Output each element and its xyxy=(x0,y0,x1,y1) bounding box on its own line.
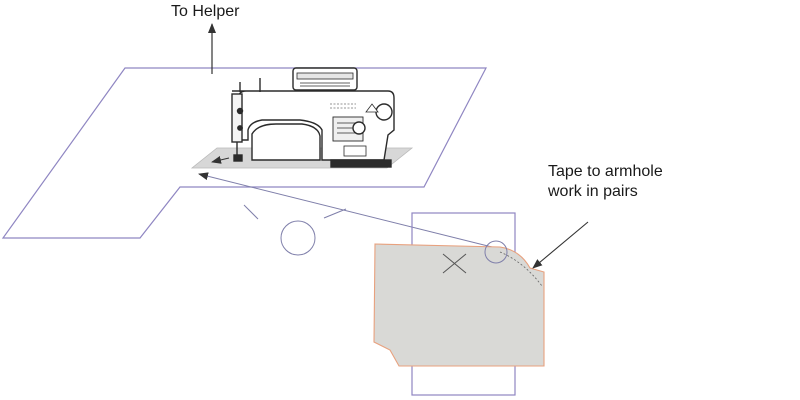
tape-roll xyxy=(280,220,316,256)
tick-mark xyxy=(243,204,259,220)
tape-instruction-line-2: work in pairs xyxy=(548,183,638,200)
tape-instruction-line-1: Tape to armhole xyxy=(548,163,663,180)
tick-mark xyxy=(323,208,347,219)
armhole-seam xyxy=(499,251,543,287)
sewing-machine-icon xyxy=(231,67,395,168)
fabric-feed-arrow xyxy=(211,156,230,164)
garment-panel xyxy=(373,243,545,367)
flow-line xyxy=(198,172,497,249)
position-cross xyxy=(442,253,467,274)
tape-instruction-label: Tape to armhole work in pairs xyxy=(548,162,663,202)
to-helper-label: To Helper xyxy=(171,3,240,20)
tape-pointer-arrow xyxy=(532,221,589,269)
armhole-tape-roll xyxy=(484,240,508,264)
work-table xyxy=(1,67,487,239)
